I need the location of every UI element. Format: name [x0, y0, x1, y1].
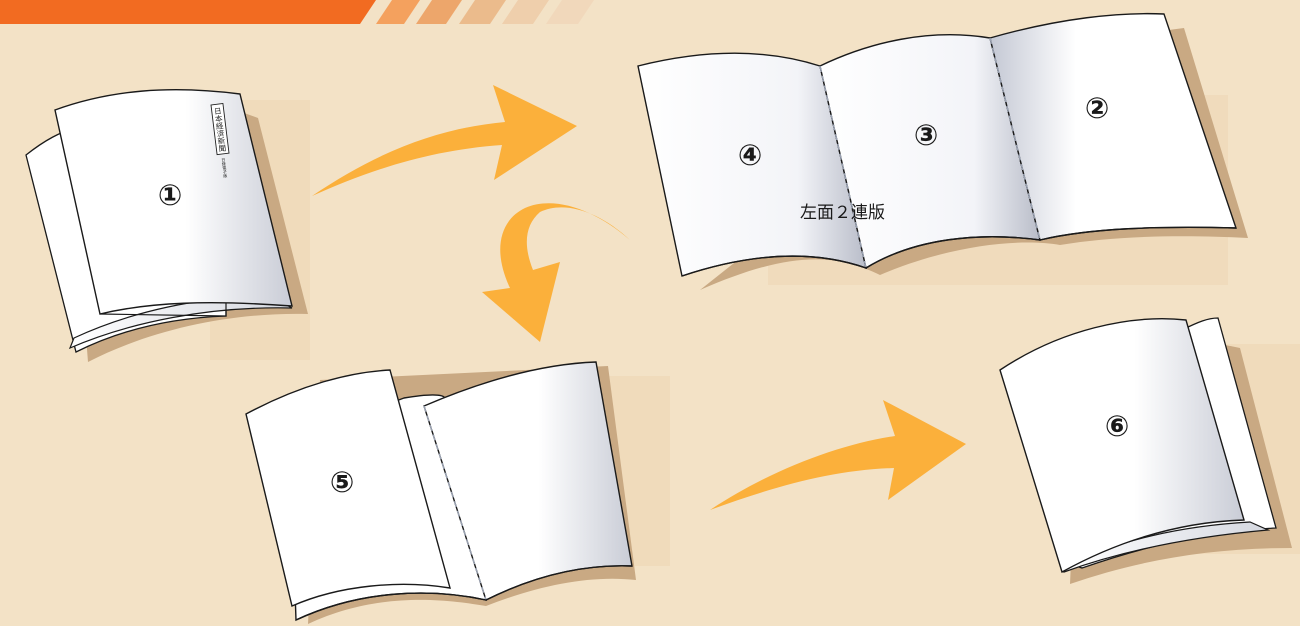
banner-stripe [546, 0, 594, 24]
front-page [54, 89, 293, 315]
fold-line [423, 405, 487, 601]
header-banner [0, 0, 594, 24]
page-number-6: ⑥ [1105, 409, 1130, 443]
turned-page-5 [245, 369, 451, 607]
page-number-1: ① [158, 178, 183, 212]
logo-box [210, 103, 230, 156]
masthead-logo: 日本経済新聞 日経電子版 [210, 103, 230, 179]
newspaper-6: ⑥ [999, 317, 1292, 584]
banner-stripe [459, 0, 506, 24]
arrow-down-curved-icon [482, 203, 630, 342]
banner-stripe [502, 0, 549, 24]
page-number-2: ② [1085, 91, 1110, 125]
front-page-6 [999, 318, 1245, 574]
page-number-4: ④ [738, 138, 763, 172]
masthead-edition: 日経電子版 [221, 157, 229, 178]
arrow-right-curved-icon [710, 400, 966, 510]
newspaper-1: 日本経済新聞 日経電子版 ① [25, 89, 308, 363]
fold-line [989, 37, 1041, 241]
banner-stripe [376, 0, 420, 24]
page-number-3: ③ [914, 118, 939, 152]
open-bottom-edge [295, 565, 633, 621]
arrow-right-curved-icon [312, 85, 577, 196]
newspaper-spread: ④ ③ ② 左面２連版 [637, 12, 1248, 290]
fold-line [819, 65, 867, 269]
banner-bar [0, 0, 376, 24]
page-number-5: ⑤ [330, 465, 355, 499]
newspaper-open: ⑤ [245, 361, 636, 624]
spread-bottom-edge [681, 226, 1237, 277]
fold-edge [99, 303, 227, 317]
spread-caption: 左面２連版 [800, 203, 885, 223]
banner-stripe [416, 0, 462, 24]
